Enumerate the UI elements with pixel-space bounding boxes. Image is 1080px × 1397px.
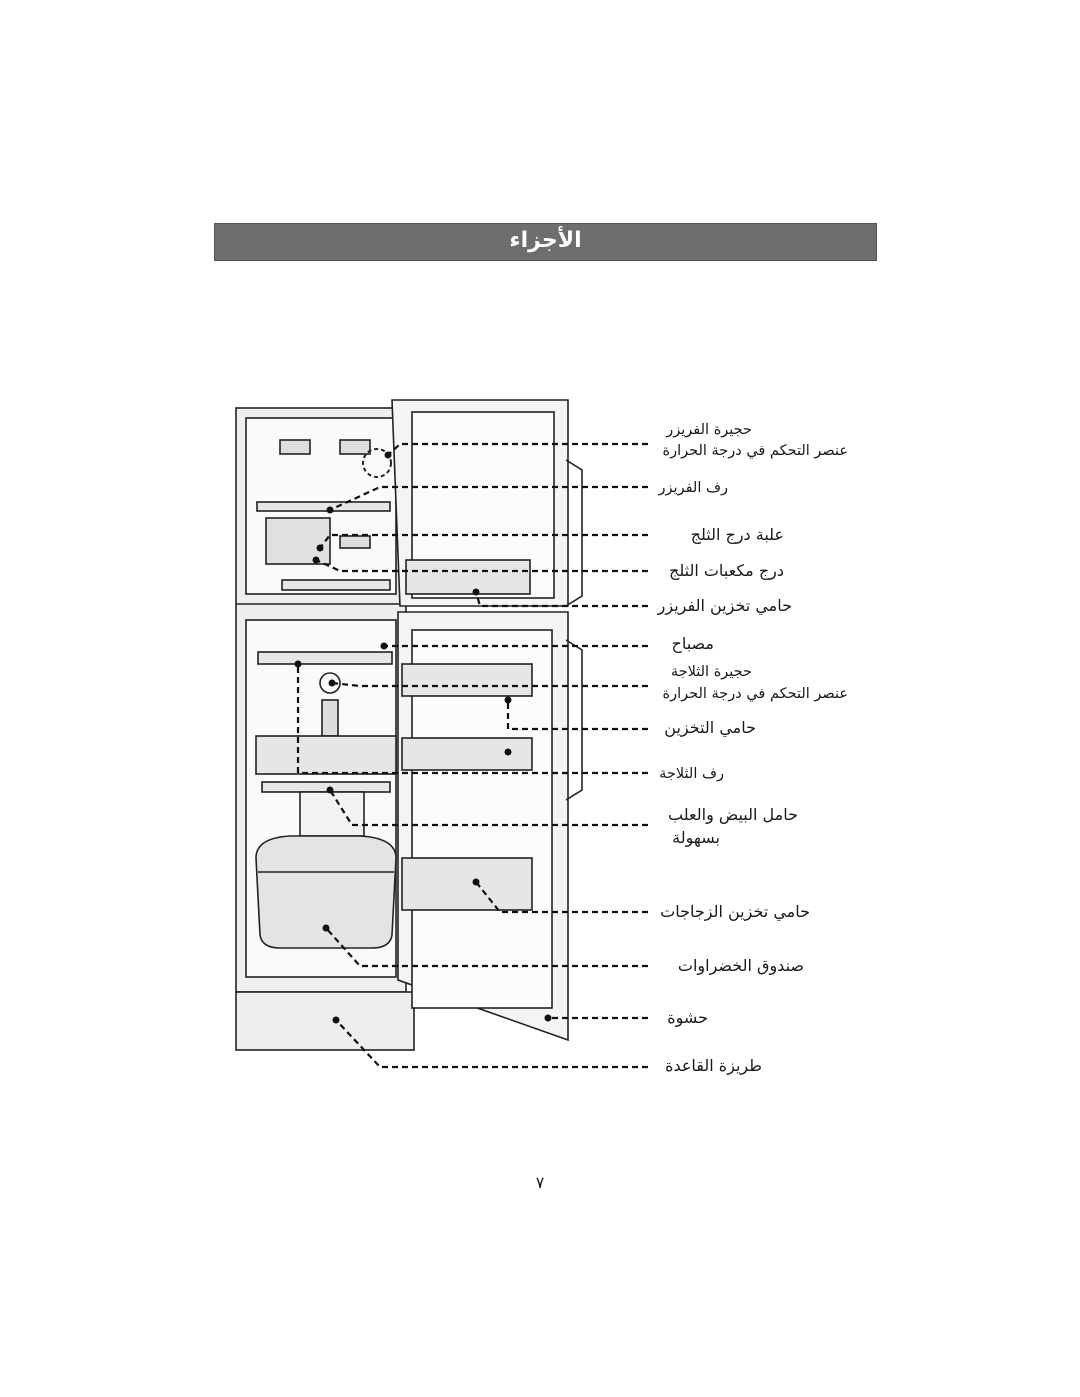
door-bin-middle: [401, 737, 533, 771]
leader-ice-box: [319, 533, 648, 549]
egg-box-shape: [255, 735, 397, 775]
label-freezer-temp-control: عنصر التحكم في درجة الحرارة: [662, 443, 848, 459]
section-title-bar: الأجزاء: [214, 223, 877, 261]
leader-base-plate: [335, 1019, 648, 1069]
leader-fridge-temp: [331, 681, 648, 688]
label-gasket: حشوة: [667, 1008, 708, 1027]
ice-tray-shape: [405, 559, 531, 595]
label-egg-guard-line1: حامل البيض والعلب: [668, 805, 798, 824]
leader-vegetable-box: [325, 927, 648, 968]
label-vegetable-box: صندوق الخضراوات: [677, 956, 804, 975]
label-freezer-door-guard: حامي تخزين الفريزر: [657, 596, 792, 615]
leader-egg-guard: [329, 789, 648, 827]
label-ice-box: علبة درج الثلج: [690, 525, 784, 544]
leader-freezer-door-guard: [474, 591, 648, 608]
section-title: الأجزاء: [509, 228, 582, 253]
label-storage-guard: حامي التخزين: [664, 718, 756, 737]
door-bin-upper: [401, 663, 533, 697]
label-freezer-compartment: حجيرة الفريزر: [666, 422, 752, 438]
label-fridge-temp-control: عنصر التحكم في درجة الحرارة: [662, 686, 848, 702]
label-fridge-shelf: رف الثلاجة: [659, 766, 724, 782]
label-egg-guard-line2: بسهولة: [672, 828, 720, 847]
leader-fridge-shelf: [296, 664, 648, 775]
fridge-shelf-shape: [257, 651, 393, 665]
label-base-plate: طريزة القاعدة: [665, 1056, 762, 1075]
vegetable-box-shape: [255, 835, 397, 949]
leader-bottle-guard: [475, 881, 648, 914]
page-number: ٧: [535, 1173, 545, 1192]
leader-ice-tray: [315, 559, 648, 573]
label-freezer-shelf: رف الفريزر: [658, 480, 728, 496]
label-fridge-compartment: حجيرة الثلاجة: [670, 664, 752, 680]
freezer-shelf-shape: [256, 501, 391, 512]
leader-storage-guard: [506, 700, 648, 731]
base-plate-shape: [235, 991, 415, 1051]
label-lamp: مصباح: [671, 634, 714, 653]
door-bin-bottle: [401, 857, 533, 911]
ice-box-shape: [265, 517, 331, 565]
leader-freezer-shelf: [329, 485, 648, 511]
label-ice-tray: درج مكعبات الثلج: [668, 561, 784, 580]
leader-freezer-temp: [387, 442, 648, 456]
label-bottle-guard: حامي تخزين الزجاجات: [660, 902, 810, 921]
